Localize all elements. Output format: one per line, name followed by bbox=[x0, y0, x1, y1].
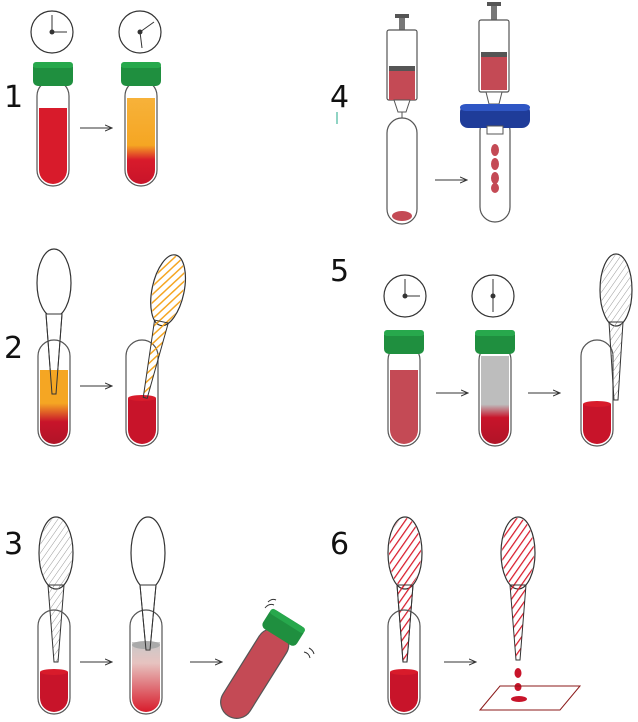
step1-group bbox=[30, 10, 162, 187]
pipette-icon bbox=[130, 516, 166, 651]
step6-group bbox=[387, 516, 582, 715]
step-number-2: 2 bbox=[4, 331, 23, 366]
clock-icon bbox=[471, 274, 515, 318]
drop-icon bbox=[514, 668, 522, 678]
tube-icon bbox=[33, 62, 73, 187]
pipette-icon bbox=[38, 516, 74, 663]
tube-icon bbox=[475, 330, 515, 447]
clock-icon bbox=[383, 274, 427, 318]
clock-icon bbox=[118, 10, 162, 54]
tube-icon bbox=[37, 609, 71, 715]
clock-icon bbox=[30, 10, 74, 54]
tube-icon bbox=[386, 117, 418, 225]
step-number-3: 3 bbox=[4, 527, 23, 562]
step-number-1: 1 bbox=[4, 80, 23, 115]
pipette-icon bbox=[387, 516, 423, 663]
shake-marks bbox=[264, 598, 315, 659]
step-number-5: 5 bbox=[330, 254, 349, 289]
filter-icon bbox=[460, 104, 530, 135]
step4-group bbox=[386, 2, 530, 225]
drop-icon bbox=[514, 683, 522, 691]
tube-icon bbox=[580, 339, 614, 447]
tube-icon bbox=[220, 608, 305, 719]
tube-icon bbox=[387, 584, 421, 715]
syringe-icon bbox=[478, 2, 510, 105]
step2-group bbox=[36, 248, 187, 447]
slide-icon bbox=[478, 685, 582, 711]
tube-icon bbox=[37, 313, 71, 447]
step-number-6: 6 bbox=[330, 527, 349, 562]
tube-icon bbox=[479, 115, 511, 223]
pipette-icon bbox=[500, 516, 536, 661]
syringe-icon bbox=[386, 14, 418, 128]
pipette-icon bbox=[599, 253, 633, 401]
tube-icon bbox=[384, 330, 424, 447]
step5-group bbox=[383, 253, 633, 447]
tube-icon bbox=[121, 62, 161, 187]
pipette-icon bbox=[142, 254, 187, 399]
step3-group bbox=[37, 516, 315, 719]
tube-icon bbox=[129, 584, 163, 715]
step-number-4: 4 bbox=[330, 80, 349, 115]
